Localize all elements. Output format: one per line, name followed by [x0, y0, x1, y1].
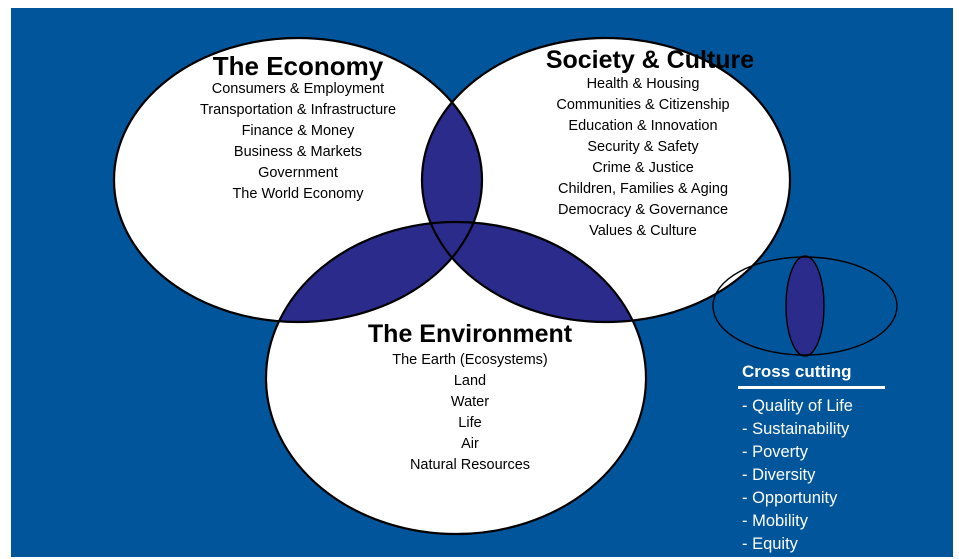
- economy-item: Government: [258, 165, 338, 181]
- society-item: Education & Innovation: [568, 118, 718, 134]
- cross-cutting-item: - Equity: [742, 535, 798, 553]
- cross-cutting-item: - Mobility: [742, 512, 809, 530]
- society-item: Crime & Justice: [592, 160, 694, 176]
- cross-cutting-item: - Sustainability: [742, 420, 850, 438]
- society-item: Communities & Citizenship: [556, 97, 730, 113]
- society-item: Security & Safety: [587, 139, 699, 155]
- society-item: Values & Culture: [589, 223, 697, 239]
- cross-cutting-title: Cross cutting: [742, 362, 852, 381]
- economy-item: The World Economy: [232, 186, 364, 202]
- cross-cutting-item: - Opportunity: [742, 489, 838, 507]
- environment-item: Land: [453, 373, 487, 389]
- society-item: Health & Housing: [586, 76, 700, 92]
- economy-item: Business & Markets: [233, 144, 363, 160]
- cross-cutting-underline: [738, 386, 885, 389]
- society-item: Democracy & Governance: [557, 202, 729, 218]
- society-title: Society & Culture: [545, 46, 755, 74]
- cross-cutting-item: - Diversity: [742, 466, 816, 484]
- economy-item: Transportation & Infrastructure: [199, 102, 397, 118]
- cross-cutting-item: - Poverty: [742, 443, 809, 461]
- environment-item: Air: [461, 436, 479, 452]
- overlap-regions: [266, 38, 646, 322]
- economy-title: The Economy: [212, 51, 384, 81]
- environment-title: The Environment: [367, 320, 573, 348]
- economy-item: Consumers & Employment: [211, 81, 385, 97]
- cross-cutting-item: - Quality of Life: [742, 397, 853, 415]
- environment-item: Water: [450, 394, 490, 410]
- environment-item: Life: [458, 415, 482, 431]
- cross-cutting-icon: [712, 255, 898, 357]
- environment-item: The Earth (Ecosystems): [392, 352, 548, 368]
- society-item: Children, Families & Aging: [557, 181, 729, 197]
- environment-item: Natural Resources: [409, 457, 531, 473]
- economy-item: Finance & Money: [241, 123, 355, 139]
